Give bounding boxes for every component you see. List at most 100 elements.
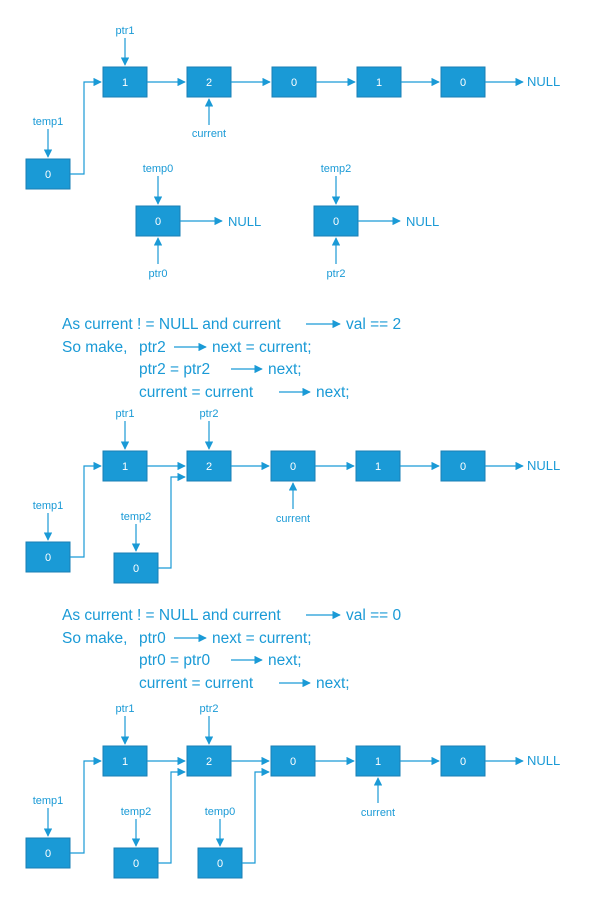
list-node: 0: [270, 745, 316, 777]
list-node: 0: [440, 450, 486, 482]
node-value: 0: [460, 461, 466, 473]
node-value: 1: [122, 77, 128, 89]
code-prefix: So make,: [62, 630, 127, 647]
node-value: 2: [206, 461, 212, 473]
svg-text:As current ! = NULL and curr: As current ! = NULL and current: [62, 316, 281, 333]
null-label: NULL: [228, 214, 261, 229]
list-node: 2: [186, 66, 232, 98]
node-value: 1: [375, 756, 381, 768]
ptr1-label: ptr1: [116, 408, 135, 420]
temp2-label: temp2: [321, 163, 352, 175]
section-2: 1 2 0 1 0 NULL ptr1 ptr2 current temp1 0…: [25, 408, 560, 584]
node-value: 1: [375, 461, 381, 473]
temp2-label: temp2: [121, 806, 152, 818]
code-line: next;: [268, 361, 302, 378]
code-line: next;: [316, 675, 350, 692]
code-line: val == 2: [346, 316, 401, 333]
code-line: ptr2 = ptr2: [139, 361, 210, 378]
next-arrow: [70, 756, 102, 854]
code-block-2: As current ! = NULL and current val == 0…: [62, 607, 402, 692]
node-value: 1: [122, 461, 128, 473]
node-value: 0: [290, 461, 296, 473]
temp0-node: 0: [135, 205, 181, 237]
node-value: 0: [290, 756, 296, 768]
code-block-1: As current ! = NULL and current val == 2…: [62, 316, 401, 401]
ptr2-label: ptr2: [200, 408, 219, 420]
list-node: 0: [440, 745, 486, 777]
code-line: next;: [316, 384, 350, 401]
temp1-node: 0: [25, 837, 71, 869]
next-arrow: [70, 461, 102, 558]
node-value: 0: [291, 77, 297, 89]
list-node: 1: [356, 66, 402, 98]
code-line: next = current;: [212, 630, 312, 647]
temp2-label: temp2: [121, 511, 152, 523]
temp1-node: 0: [25, 158, 71, 190]
temp1-node: 0: [25, 541, 71, 573]
node-value: 0: [460, 756, 466, 768]
current-label: current: [276, 513, 310, 525]
temp0-label: temp0: [143, 163, 174, 175]
node-value: 0: [333, 216, 339, 228]
current-label: current: [192, 128, 226, 140]
node-value: 0: [45, 552, 51, 564]
code-prefix: So make,: [62, 339, 127, 356]
next-arrow: [158, 767, 186, 864]
node-value: 0: [460, 77, 466, 89]
code-line: ptr0: [139, 630, 166, 647]
temp2-node: 0: [113, 552, 159, 584]
list-node: 1: [102, 745, 148, 777]
code-line: next = current;: [212, 339, 312, 356]
ptr0-label: ptr0: [149, 268, 168, 280]
temp2-node: 0: [313, 205, 359, 237]
null-label: NULL: [406, 214, 439, 229]
section-3: 1 2 0 1 0 NULL ptr1 ptr2 current temp1 0…: [25, 703, 560, 879]
next-arrow: [242, 767, 270, 864]
null-label: NULL: [527, 458, 560, 473]
node-value: 1: [376, 77, 382, 89]
code-line: ptr2: [139, 339, 166, 356]
node-value: 0: [45, 848, 51, 860]
ptr2-label: ptr2: [200, 703, 219, 715]
code-line: val == 0: [346, 607, 402, 624]
list-node: 0: [440, 66, 486, 98]
code-line: ptr0 = ptr0: [139, 652, 210, 669]
temp1-label: temp1: [33, 116, 64, 128]
list-node: 2: [186, 745, 232, 777]
temp0-node: 0: [197, 847, 243, 879]
list-node: 1: [355, 745, 401, 777]
list-node: 0: [270, 450, 316, 482]
next-arrow: [158, 472, 186, 569]
section-1: 1 2 0 1 0 NULL ptr1 current temp1 0 temp…: [25, 25, 560, 280]
list-node: 1: [102, 450, 148, 482]
node-value: 2: [206, 756, 212, 768]
node-value: 0: [155, 216, 161, 228]
temp0-label: temp0: [205, 806, 236, 818]
code-line: current = current: [139, 675, 254, 692]
null-label: NULL: [527, 74, 560, 89]
node-value: 0: [133, 563, 139, 575]
list-node: 1: [355, 450, 401, 482]
code-line: As current ! = NULL and current: [62, 607, 281, 624]
temp1-label: temp1: [33, 795, 64, 807]
ptr1-label: ptr1: [116, 25, 135, 37]
current-label: current: [361, 807, 395, 819]
node-value: 0: [45, 169, 51, 181]
null-label: NULL: [527, 753, 560, 768]
code-line: next;: [268, 652, 302, 669]
next-arrow: [70, 77, 102, 175]
code-line: current = current: [139, 384, 254, 401]
node-value: 1: [122, 756, 128, 768]
node-value: 2: [206, 77, 212, 89]
node-value: 0: [217, 858, 223, 870]
list-node: 1: [102, 66, 148, 98]
list-node: 0: [271, 66, 317, 98]
list-node: 2: [186, 450, 232, 482]
temp2-node: 0: [113, 847, 159, 879]
temp1-label: temp1: [33, 500, 64, 512]
ptr2-label: ptr2: [327, 268, 346, 280]
code-line: As current ! = NULL and current: [62, 316, 281, 333]
node-value: 0: [133, 858, 139, 870]
